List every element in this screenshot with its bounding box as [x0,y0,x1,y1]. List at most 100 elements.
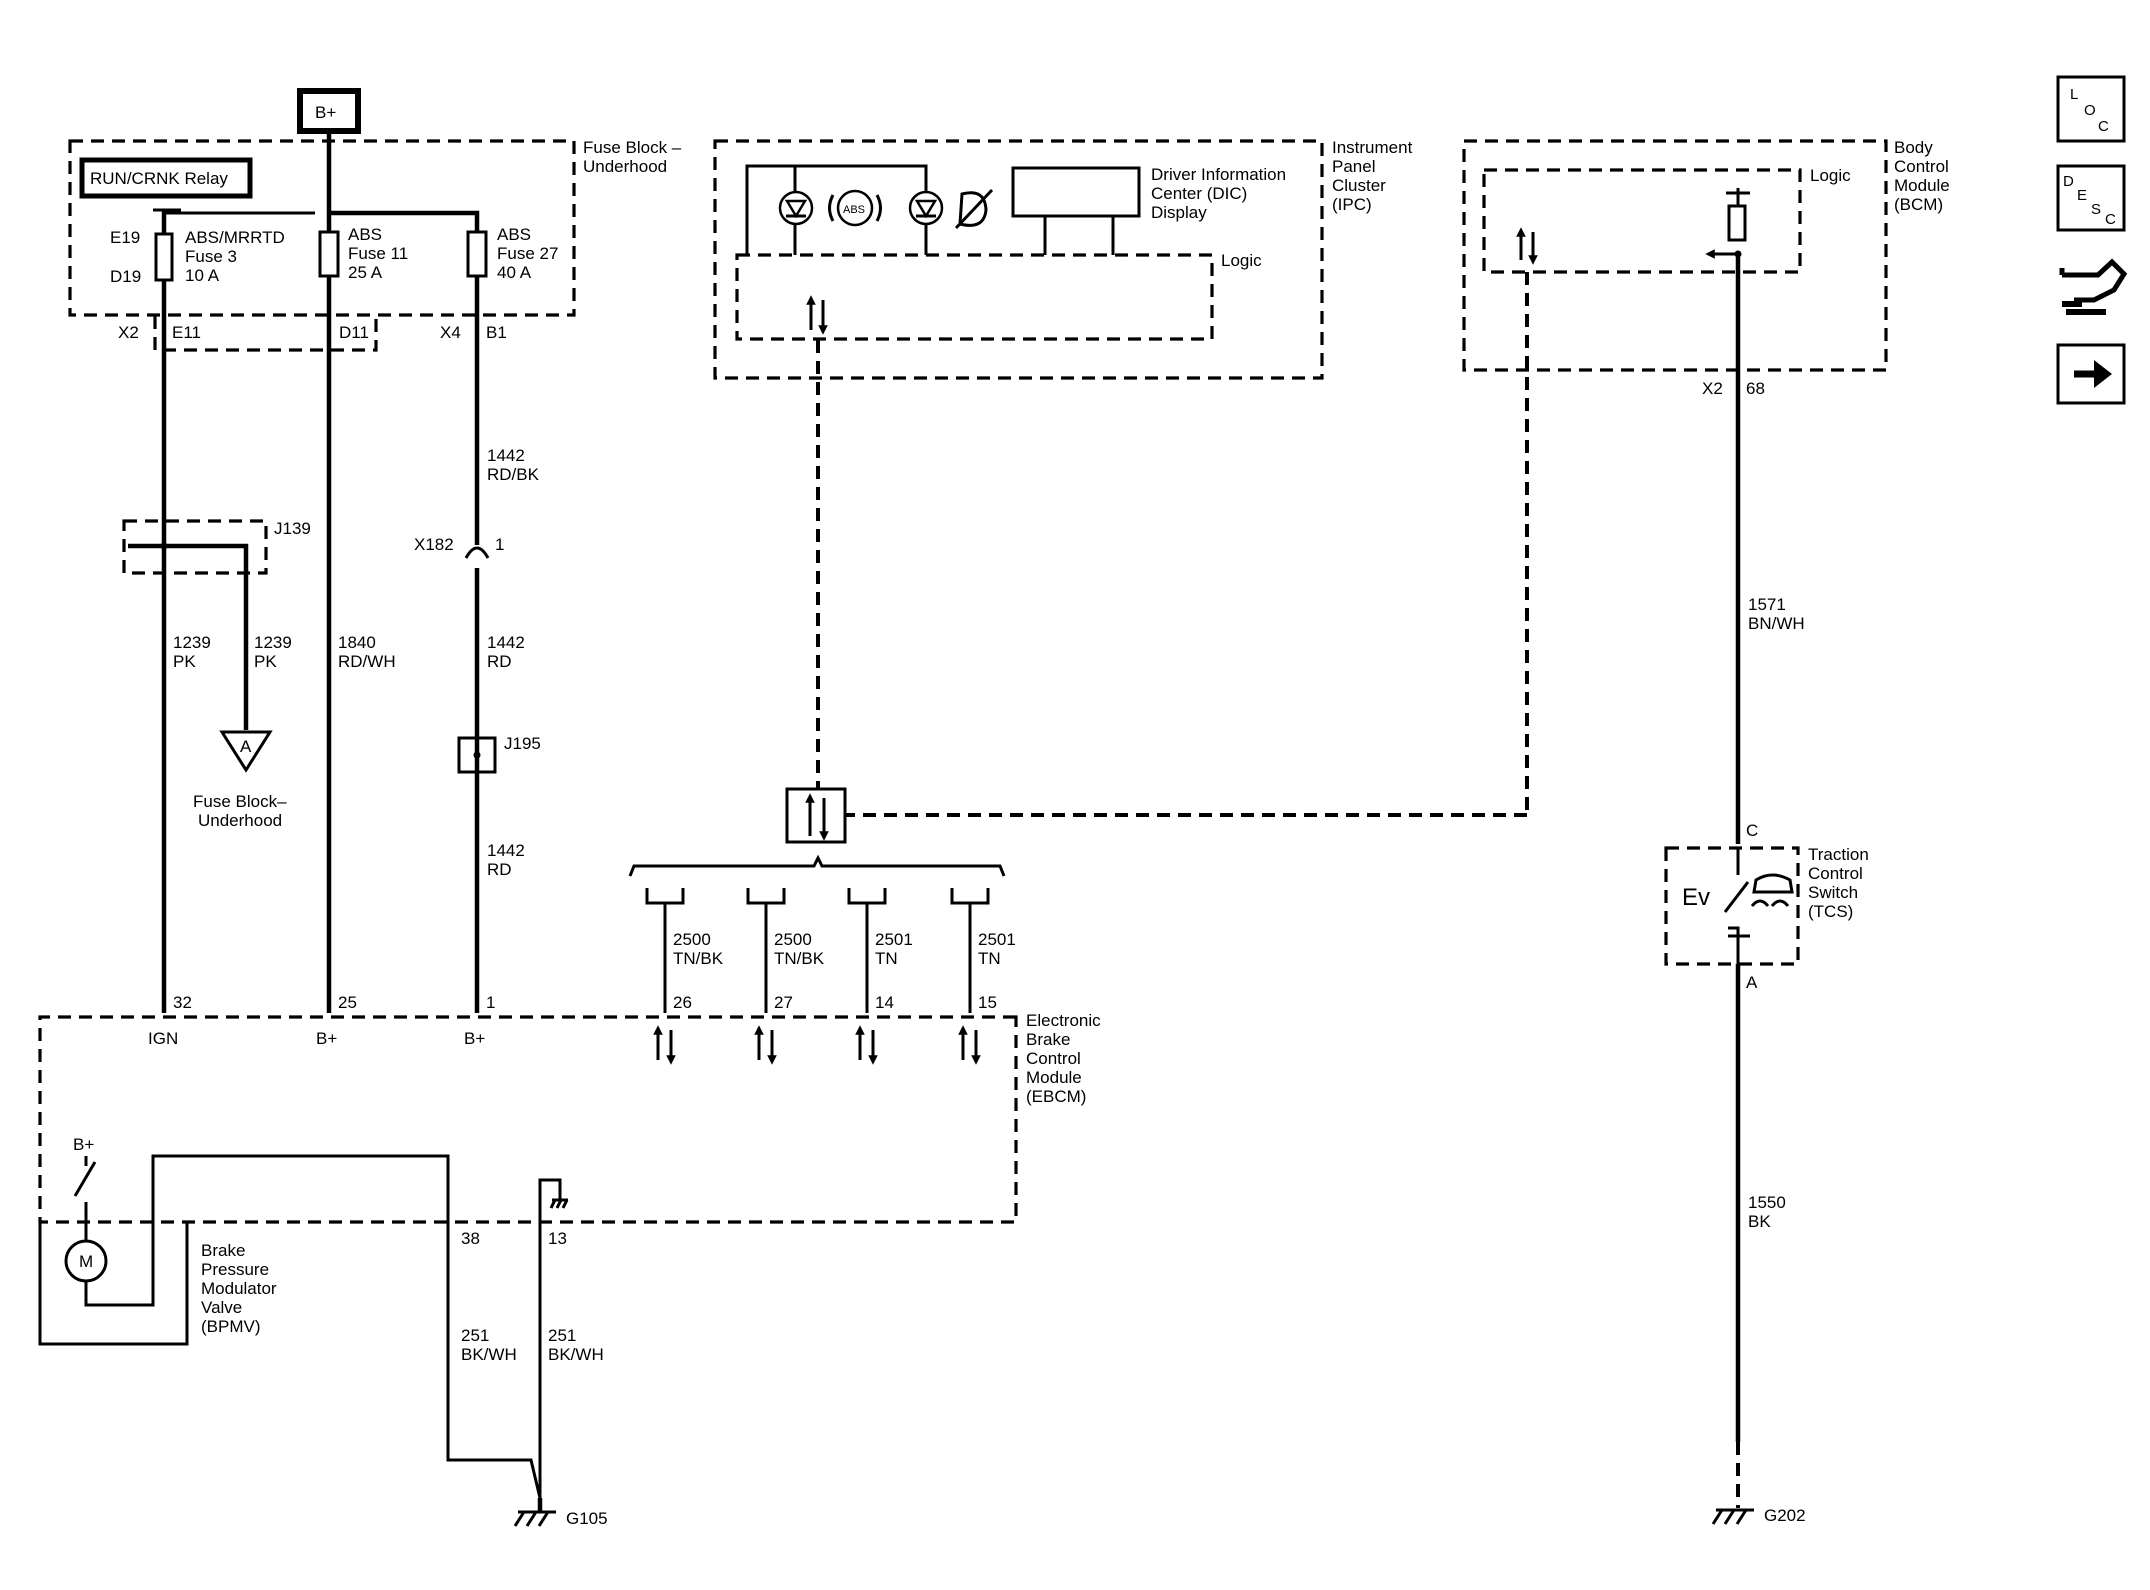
ebcm-pin-15: 15 [978,993,997,1012]
fuse-block-ref-2: Underhood [198,811,282,830]
wire-1442a-circuit: 1442 [487,446,525,465]
ebcm-pin-1: 1 [486,993,495,1012]
ebcm-title-4: Module [1026,1068,1082,1087]
tcs-title-4: (TCS) [1808,902,1853,921]
wire-1840-color: RD/WH [338,652,396,671]
pin-d11: D11 [339,323,369,342]
pin-e19: E19 [110,228,140,247]
wire-1442c-color: RD [487,860,512,879]
fuse11-rating: 25 A [348,263,383,282]
ground-g105-label: G105 [566,1509,608,1528]
ipc-title-3: Cluster [1332,176,1386,195]
ebcm-pin-38: 38 [461,1229,480,1248]
wire-251b-circuit: 251 [548,1326,576,1345]
ground-g105: G105 [513,1498,608,1528]
description-icon-e: E [2077,187,2087,204]
tcs-contact [1723,881,1750,913]
ipc-outline [713,139,1324,380]
battery-positive-label: B+ [315,103,336,122]
brake-warning-lamp [778,190,814,226]
fuse-block-underhood: RUN/CRNK Relay Fuse Block – Underhood E1… [68,138,682,352]
bpmv-title-4: Valve [201,1298,242,1317]
description-icon[interactable]: D E S C [2056,164,2126,232]
ebcm-bplus-1: B+ [464,1029,485,1048]
wire-2501b-circuit: 2501 [978,930,1016,949]
bcm-pullup-resistor [1727,204,1747,242]
run-crnk-relay-label: RUN/CRNK Relay [90,169,228,188]
tcs-title-1: Traction [1808,845,1869,864]
description-icon-d: D [2063,173,2074,190]
traction-lamp [908,190,944,226]
bpmv-title-5: (BPMV) [201,1317,261,1336]
wire-2500b-circuit: 2500 [774,930,812,949]
connector-x182-pin: 1 [495,535,504,554]
fuse11-name: ABS [348,225,382,244]
ebcm-pin-32: 32 [173,993,192,1012]
ground-g202-label: G202 [1764,1506,1806,1525]
wire-1840-circuit: 1840 [338,633,376,652]
bcm-title-3: Module [1894,176,1950,195]
wire-1442a-color: RD/BK [487,465,540,484]
splice-j139-label: J139 [274,519,311,538]
fuse3-rating: 10 A [185,266,220,285]
fuse11-number: Fuse 11 [348,244,408,263]
ipc-title-1: Instrument [1332,138,1413,157]
fuse-27 [466,230,488,278]
instrument-panel-cluster: Instrument Panel Cluster (IPC) ABS [713,138,1413,380]
dic-label-3: Display [1151,203,1207,222]
wire-1442c-circuit: 1442 [487,841,525,860]
ebcm-pin-13: 13 [548,1229,567,1248]
ebcm-pin-25: 25 [338,993,357,1012]
bcm-pin-68: 68 [1746,379,1765,398]
bcm-outline [1462,139,1888,372]
fuse-block-title-1: Fuse Block – [583,138,682,157]
ipc-logic-label: Logic [1221,251,1262,270]
ebcm-pin-27: 27 [774,993,793,1012]
description-icon-s: S [2091,201,2101,218]
connector-ref-a-label: A [240,737,252,756]
ebcm-outline [38,1015,1018,1224]
wire-251a-circuit: 251 [461,1326,489,1345]
ebcm-ign-input: IGN [148,1029,178,1048]
wire-2501a-color: TN [875,949,898,968]
wire-1550-color: BK [1748,1212,1771,1231]
fuse27-number: Fuse 27 [497,244,558,263]
pin-d19: D19 [110,267,141,286]
splice-j139 [122,519,268,575]
tcs-outline [1664,846,1800,966]
connector-x4: X4 [440,323,461,342]
bcm-logic-box [1482,168,1802,274]
wire-1571-circuit: 1571 [1748,595,1786,614]
ebcm-pin-26: 26 [673,993,692,1012]
serial-data-brace [628,854,1006,877]
run-crnk-relay-box [79,157,253,199]
tcs-ev-label: Ev [1682,884,1710,911]
fuse-3 [154,232,174,282]
ipc-title-4: (IPC) [1332,195,1372,214]
wire-1442b-color: RD [487,652,512,671]
fuse27-name: ABS [497,225,531,244]
fuse-block-title-2: Underhood [583,157,667,176]
wire-251a-color: BK/WH [461,1345,517,1364]
ipc-logic-box [735,253,1214,341]
fuse-block-ref-1: Fuse Block– [193,792,287,811]
wire-1550-circuit: 1550 [1748,1193,1786,1212]
ebcm-title-3: Control [1026,1049,1081,1068]
ebcm-title-5: (EBCM) [1026,1087,1086,1106]
tcs-title-3: Switch [1808,883,1858,902]
wire-1442b-circuit: 1442 [487,633,525,652]
bpmv-box [38,1222,189,1346]
next-arrow-icon[interactable] [2056,343,2126,405]
location-icon[interactable]: L O C [2056,75,2126,143]
pin-e11: E11 [172,323,201,342]
ipc-title-2: Panel [1332,157,1375,176]
serial-data-wires: 2500 TN/BK 2500 TN/BK 2501 TN 2501 TN [645,888,1016,1013]
pin-b1: B1 [486,323,507,342]
tcs-title-2: Control [1808,864,1863,883]
traction-off-icon [954,188,994,230]
connector-icon[interactable] [2059,258,2128,315]
wire-251b-color: BK/WH [548,1345,604,1364]
bpmv-bplus: B+ [73,1135,94,1154]
electronic-brake-control-module: Electronic Brake Control Module (EBCM) 3… [38,993,1101,1499]
